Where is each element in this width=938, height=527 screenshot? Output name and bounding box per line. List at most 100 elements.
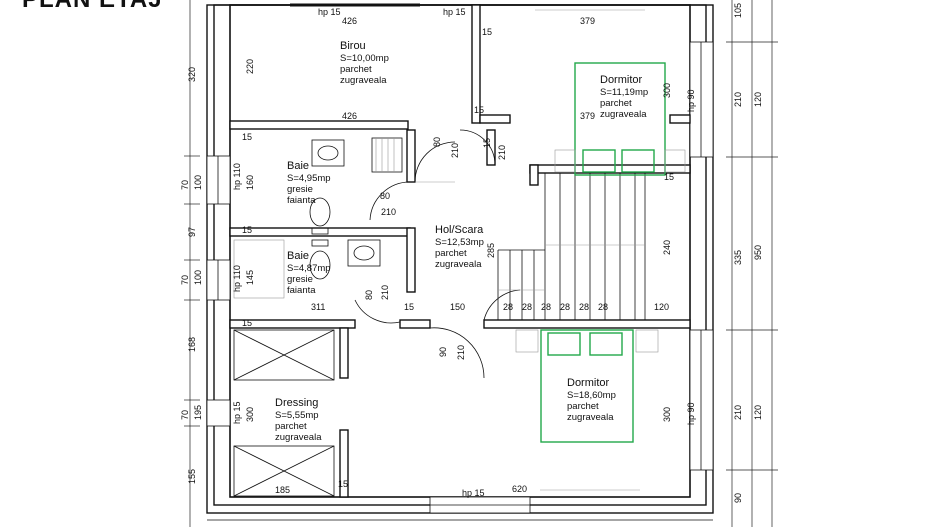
room-floor: gresie [287,184,313,195]
room-floor: parchet [600,98,632,109]
bed-icon [540,329,634,443]
dim-label: 15 [482,138,492,148]
dim-label: 28 [579,302,589,312]
room-area: S=12,53mp [435,237,484,248]
dim-label: 285 [486,243,496,258]
dim-label: 15 [482,27,492,37]
dim-label: 220 [245,59,255,74]
dim-label: 28 [522,302,532,312]
dimension-labels: hp 15 hp 15 426 379 15 426 15 379 15 80 … [180,3,763,503]
dim-label: 15 [474,105,484,115]
dim-label: 160 [245,175,255,190]
dim-label: 335 [733,250,743,265]
dim-label: 15 [242,318,252,328]
dim-label: 195 [193,405,203,420]
toilet-icon [309,250,331,280]
room-baie-2: Baie S=4,87mp gresie faianta [287,250,331,296]
dim-label: 15 [242,225,252,235]
room-finish: faianta [287,195,316,206]
dim-label: 28 [560,302,570,312]
dim-label: 15 [338,479,348,489]
toilet-icon [309,197,331,227]
dim-label: hp 15 [443,7,466,17]
dim-label: 168 [187,337,197,352]
furniture [233,62,686,497]
dim-label: 950 [753,245,763,260]
room-area: S=11,19mp [600,87,648,98]
room-name: Birou [340,40,366,52]
room-finish: zugraveala [275,432,322,443]
dim-label: 90 [438,347,448,357]
dim-label: 155 [187,469,197,484]
dim-label: 210 [733,405,743,420]
room-name: Baie [287,160,309,172]
dim-label: hp 15 [318,7,341,17]
interior-walls [229,4,691,498]
dim-label: hp 15 [232,401,242,424]
dim-label: 120 [753,92,763,107]
dim-label: 105 [733,3,743,18]
dim-label: 379 [580,16,595,26]
room-floor: parchet [275,421,307,432]
room-floor: parchet [567,401,599,412]
room-finish: zugraveala [435,259,482,270]
dim-label: 15 [404,302,414,312]
closet-icon [233,445,335,497]
dimension-lines [184,0,778,527]
dim-label: 379 [580,111,595,121]
dim-label: hp 90 [686,89,696,112]
room-finish: faianta [287,285,316,296]
shower-icon [371,137,403,173]
dim-label: 311 [311,302,325,312]
room-name: Dressing [275,397,318,409]
dim-label: 210 [733,92,743,107]
sink-icon [347,239,381,267]
dim-label: 15 [242,132,252,142]
room-name: Baie [287,250,309,262]
dim-label: 185 [275,485,290,495]
dim-label: hp 15 [462,488,485,498]
room-dressing: Dressing S=5,55mp parchet zugraveala [275,397,322,443]
dim-label: 70 [180,275,190,285]
dim-label: hp 90 [686,402,696,425]
room-floor: parchet [435,248,467,259]
room-area: S=4,95mp [287,173,331,184]
dim-label: 28 [541,302,551,312]
room-floor: gresie [287,274,313,285]
dim-label: 97 [187,227,197,237]
dim-label: 300 [662,83,672,98]
dim-label: hp 110 [232,265,242,292]
dim-label: 300 [245,407,255,422]
room-finish: zugraveala [340,75,387,86]
room-baie-1: Baie S=4,95mp gresie faianta [287,160,331,206]
dim-label: 145 [245,270,255,285]
dim-label: 426 [342,16,357,26]
dim-label: 150 [450,302,465,312]
bathtub-icon [233,239,285,299]
dim-label: 80 [432,137,442,147]
dim-label: 80 [380,191,390,201]
room-floor: parchet [340,64,372,75]
closet-icon [233,329,335,381]
bed-icon [574,62,666,176]
dim-label: 120 [753,405,763,420]
room-name: Dormitor [567,377,610,389]
dim-label: 210 [381,207,396,217]
dim-label: 210 [497,145,507,160]
outer-walls [206,3,714,521]
room-hol-scara: Hol/Scara S=12,53mp parchet zugraveala [435,224,484,270]
dim-label: 70 [180,180,190,190]
dim-label: 210 [380,285,390,300]
room-area: S=5,55mp [275,410,319,421]
room-dormitor-1: Dormitor S=11,19mp parchet zugraveala [600,74,648,120]
doors [354,129,521,379]
dim-label: 320 [187,67,197,82]
dim-label: 210 [450,143,460,158]
plan-title: PLAN ETAJ [22,0,163,14]
dim-label: 28 [503,302,513,312]
dim-label: 100 [193,270,203,285]
room-birou: Birou S=10,00mp parchet zugraveala [340,40,389,86]
dim-label: 90 [733,493,743,503]
dim-label: 240 [662,240,672,255]
